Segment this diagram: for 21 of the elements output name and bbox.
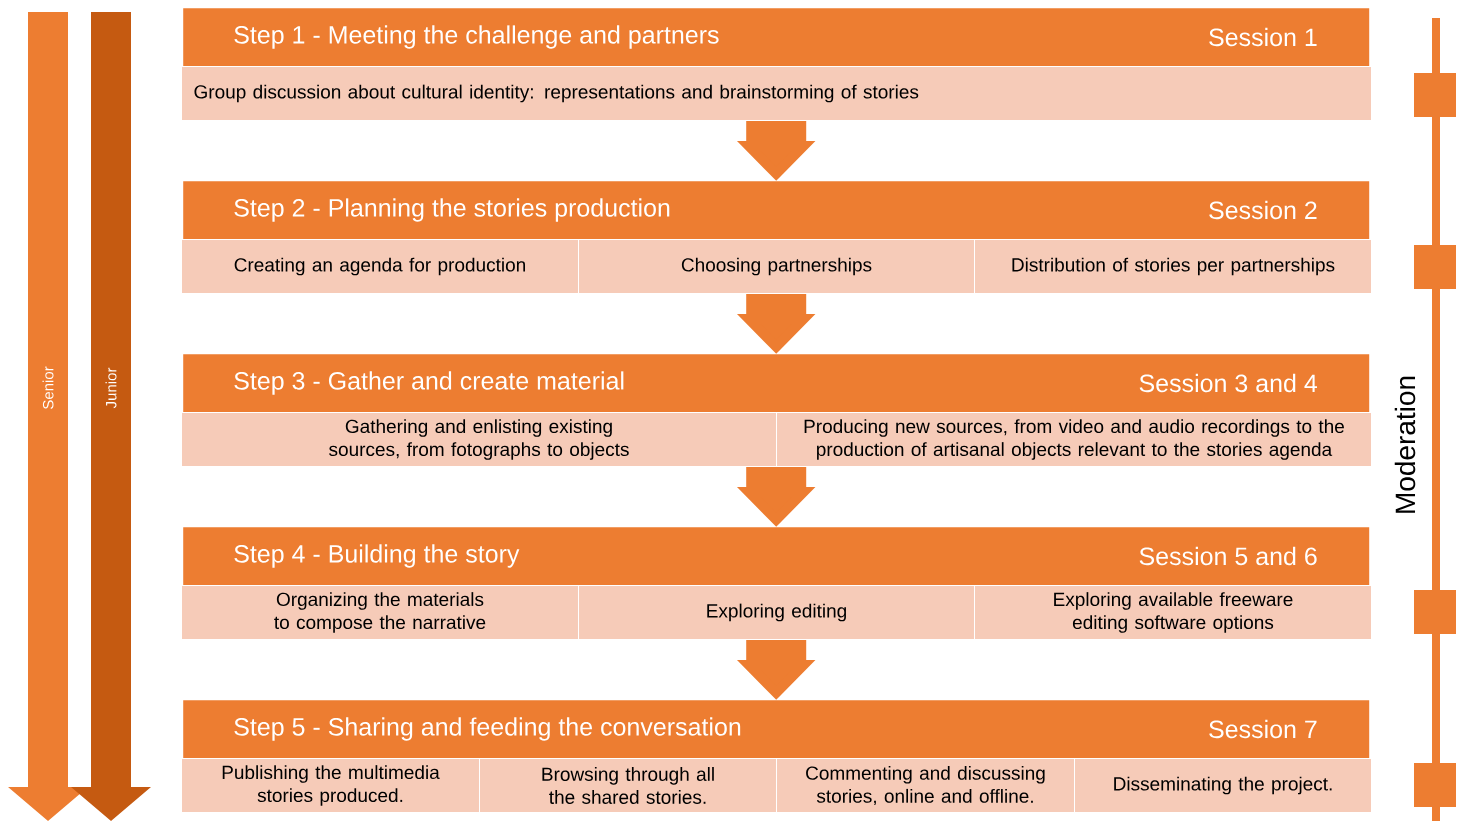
progress-band: Senior bbox=[8, 12, 88, 821]
task-box: Exploring editing bbox=[578, 585, 975, 640]
side-label: Moderation bbox=[1394, 376, 1416, 513]
task-box: Choosing partnerships bbox=[578, 239, 975, 294]
task-box: Organizing the materials to compose the narrative bbox=[181, 585, 579, 640]
task-box: Exploring available freeware editing software options bbox=[974, 585, 1372, 640]
task-box: Gathering and enlisting existing sources, from fotographs to objects bbox=[181, 412, 777, 467]
task-box: Browsing through all the shared stories. bbox=[479, 758, 777, 813]
task-box: Producing new sources, from video and audio recordings to the production of artisanal objects relevant to the stories agenda bbox=[776, 412, 1372, 467]
step-header: Step 5 - Sharing and feeding the conversation Session 7 bbox=[183, 700, 1370, 759]
step-header: Step 3 - Gather and create material Session 3 and 4 bbox=[183, 354, 1370, 413]
task-box: Distribution of stories per partnerships bbox=[974, 239, 1372, 294]
task-box: Creating an agenda for production bbox=[181, 239, 579, 294]
task-box: Group discussion about cultural identity: representations and brainstorming of stories bbox=[181, 66, 1372, 121]
task-box: Publishing the multimedia stories produced. bbox=[181, 758, 480, 813]
step-header: Step 1 - Meeting the challenge and partners Session 1 bbox=[183, 8, 1370, 67]
step-header: Step 4 - Building the story Session 5 and 6 bbox=[183, 527, 1370, 586]
task-box: Commenting and discussing stories, online and offline. bbox=[776, 758, 1075, 813]
step-header: Step 2 - Planning the stories production Session 2 bbox=[183, 181, 1370, 240]
task-box: Disseminating the project. bbox=[1074, 758, 1372, 813]
progress-band: Junior bbox=[71, 12, 151, 821]
